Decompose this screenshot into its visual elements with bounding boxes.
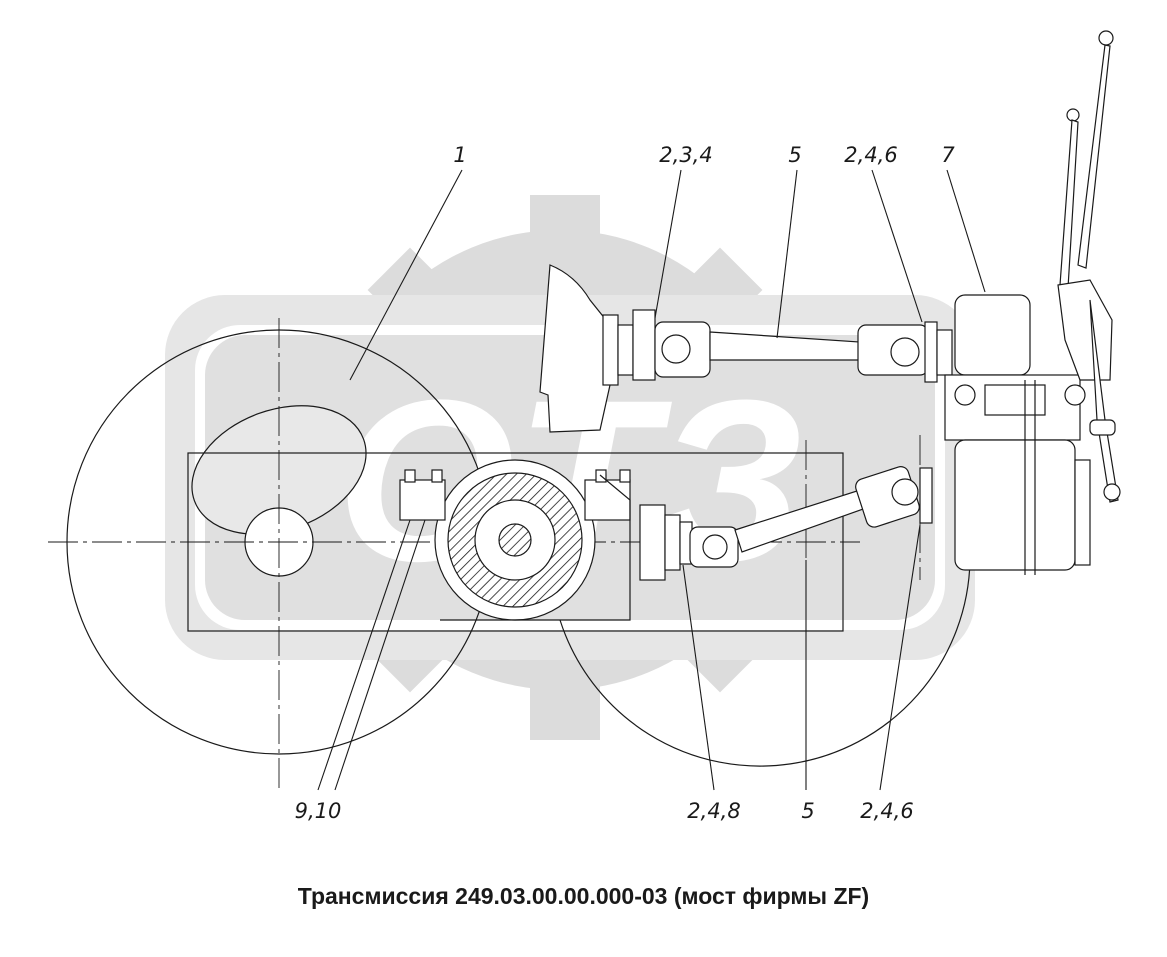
callout-5-bottom: 5: [801, 799, 814, 823]
front-housing: [539, 264, 656, 433]
figure-caption: Трансмиссия 249.03.00.00.000-03 (мост фи…: [297, 883, 870, 909]
upper-cardan-shaft: [654, 321, 953, 383]
right-wheel: [559, 559, 971, 767]
transfer-case: [944, 294, 1091, 575]
axle-frame: [187, 452, 844, 632]
callout-1: 1: [453, 143, 466, 167]
callout-2-4-6-bottom: 2,4,6: [860, 799, 913, 823]
callout-2-4-8: 2,4,8: [687, 799, 740, 823]
leader-lines: [317, 169, 986, 791]
callout-5-top: 5: [788, 143, 801, 167]
callout-2-4-6-top: 2,4,6: [844, 143, 897, 167]
shift-levers: [1057, 30, 1121, 503]
callout-9-10: 9,10: [295, 799, 342, 823]
rear-flange: [639, 504, 693, 581]
axle-housing: [399, 459, 631, 621]
callout-7: 7: [941, 143, 955, 167]
callout-2-3-4: 2,3,4: [659, 143, 712, 167]
lower-cardan-shaft: [689, 466, 933, 568]
